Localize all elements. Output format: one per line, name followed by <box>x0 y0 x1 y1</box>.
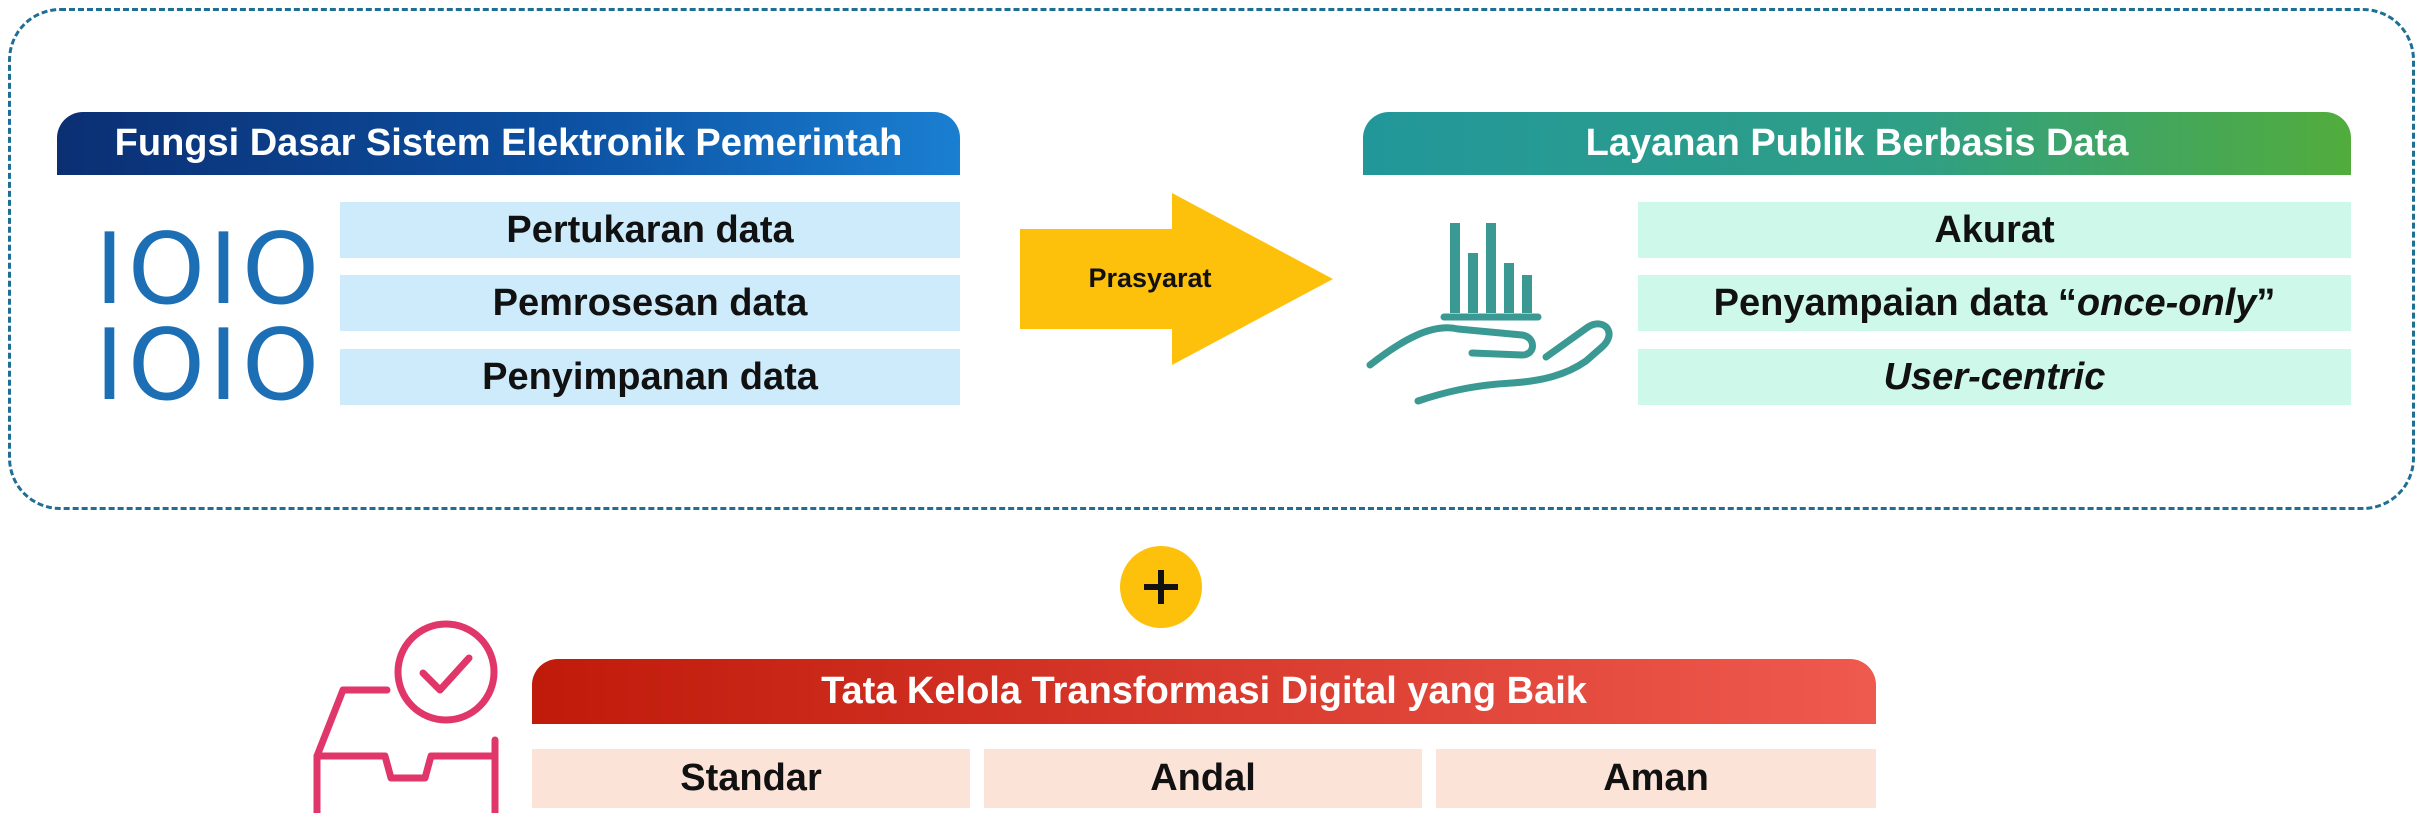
once-only-italic: once-only <box>2076 281 2257 324</box>
item-penyimpanan-data: Penyimpanan data <box>340 349 960 405</box>
arrow-label-prasyarat: Prasyarat <box>1088 262 1212 293</box>
once-only-prefix: Penyampaian data “ <box>1713 281 2077 324</box>
binary-row: IOIO <box>95 213 324 327</box>
header-fungsi-dasar: Fungsi Dasar Sistem Elektronik Pemerinta… <box>57 112 960 175</box>
item-standar: Standar <box>532 749 970 808</box>
item-akurat: Akurat <box>1638 202 2351 258</box>
inbox-check-icon <box>313 620 499 813</box>
once-only-suffix: ” <box>2256 281 2276 324</box>
item-andal: Andal <box>984 749 1422 808</box>
plus-icon <box>1120 546 1202 628</box>
item-user-centric: User-centric <box>1638 349 2351 405</box>
header-layanan-publik: Layanan Publik Berbasis Data <box>1363 112 2351 175</box>
dashed-group-frame <box>8 8 2415 510</box>
item-pemrosesan-data: Pemrosesan data <box>340 275 960 331</box>
binary-icon: IOIO IOIO <box>95 213 324 423</box>
item-pertukaran-data: Pertukaran data <box>340 202 960 258</box>
user-centric-italic: User-centric <box>1883 355 2106 398</box>
binary-row: IOIO <box>95 309 324 423</box>
item-once-only: Penyampaian data “once-only” <box>1638 275 2351 331</box>
header-tata-kelola: Tata Kelola Transformasi Digital yang Ba… <box>532 659 1876 724</box>
item-aman: Aman <box>1436 749 1876 808</box>
arrow-icon <box>1020 193 1333 365</box>
hand-chart-icon <box>1366 223 1613 405</box>
